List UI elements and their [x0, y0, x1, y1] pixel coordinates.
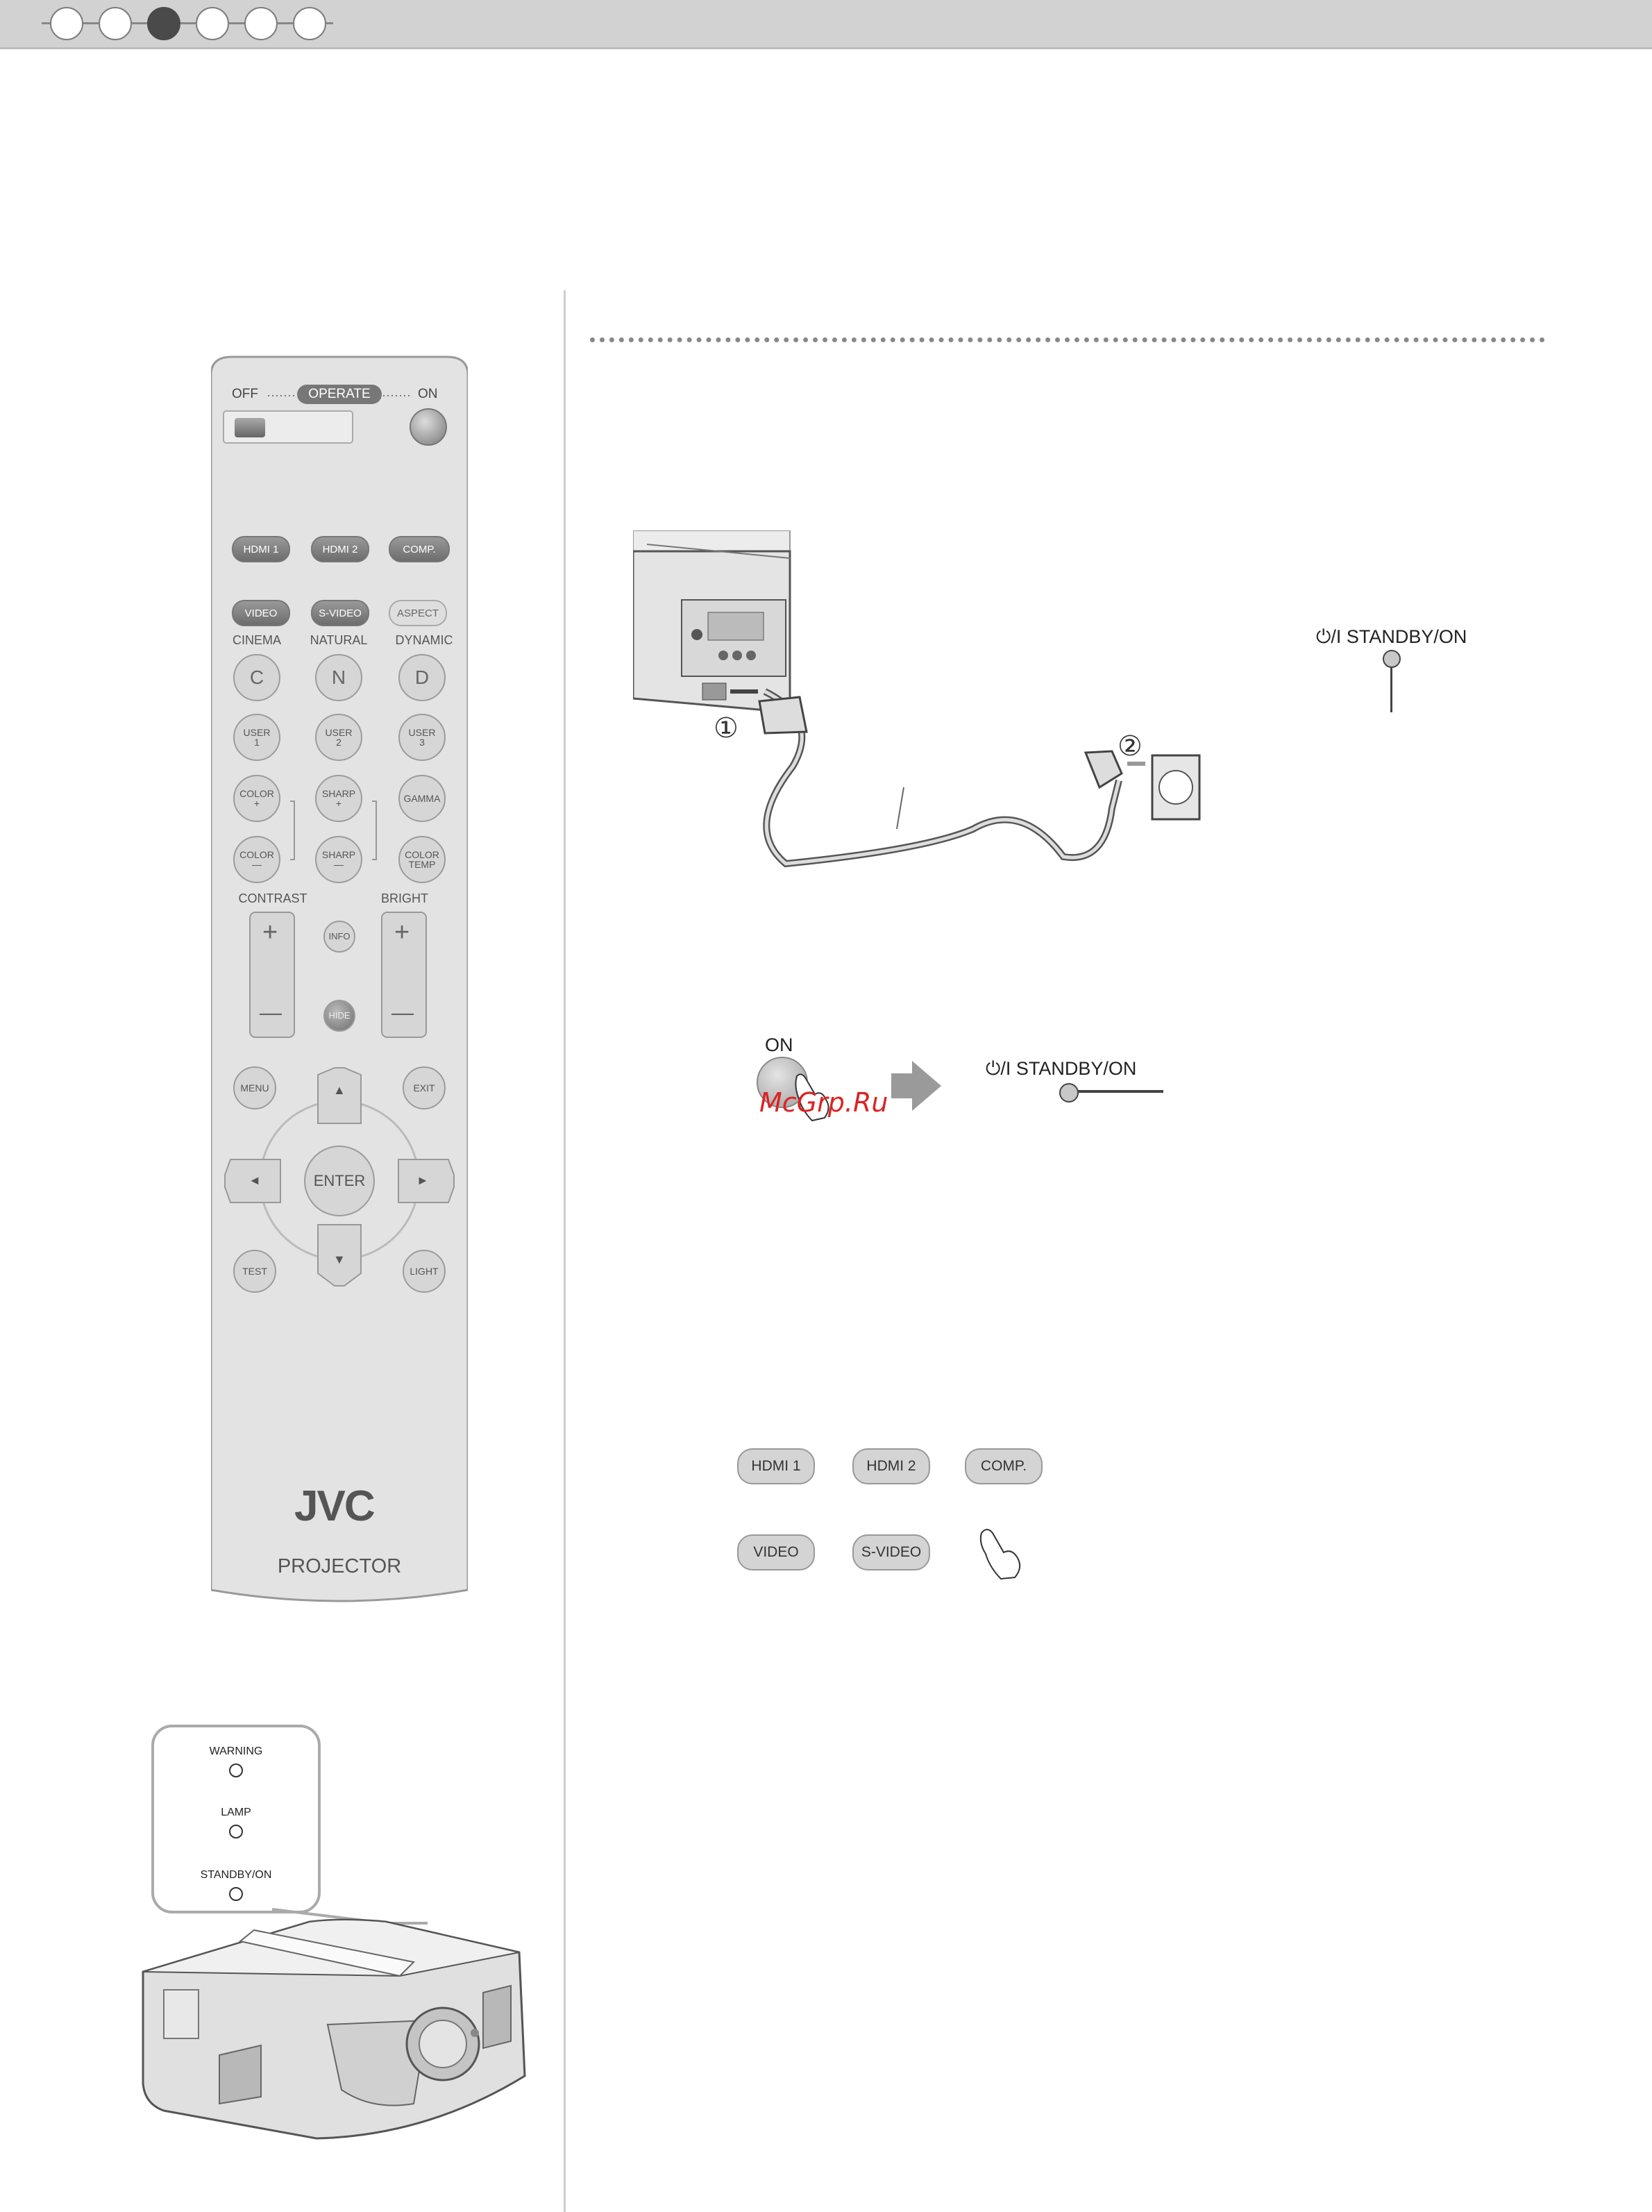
- remote-hdmi1-button[interactable]: HDMI 1: [232, 536, 290, 562]
- remote-hdmi2-button[interactable]: HDMI 2: [311, 536, 369, 562]
- right-arrow-icon[interactable]: ►: [416, 1173, 429, 1187]
- light-button[interactable]: LIGHT: [403, 1250, 446, 1293]
- step-indicator-1: [50, 7, 83, 40]
- input-video-button[interactable]: VIDEO: [737, 1534, 815, 1570]
- color-minus-text: COLOR—: [239, 849, 274, 870]
- step1-standby-label: ⏻/I STANDBY/ON: [1316, 626, 1467, 647]
- operate-off-label: OFF: [232, 387, 258, 401]
- step-indicator-4: [196, 7, 229, 40]
- step2-standby-led: [1059, 1083, 1079, 1103]
- menu-button[interactable]: MENU: [233, 1066, 276, 1109]
- natural-button[interactable]: N: [315, 654, 362, 701]
- step2-arrow-icon: [891, 1061, 941, 1111]
- lamp-led: [229, 1825, 243, 1838]
- jvc-logo: JVC: [294, 1482, 376, 1530]
- remote-svideo-button[interactable]: S-VIDEO: [311, 600, 369, 626]
- power-cord-illustration: [633, 530, 1201, 868]
- info-button[interactable]: INFO: [323, 921, 355, 953]
- operate-on-button[interactable]: [410, 408, 447, 446]
- standby-label: STANDBY/ON: [200, 1869, 272, 1881]
- operate-label: OPERATE: [297, 385, 382, 404]
- down-arrow-icon[interactable]: ▼: [333, 1252, 346, 1266]
- step-indicator-6: [293, 7, 326, 40]
- step-indicator-5: [244, 7, 278, 40]
- step1-standby-led-stem: [1390, 667, 1392, 712]
- column-divider: [564, 290, 566, 2212]
- operate-on-label: ON: [418, 387, 438, 401]
- sharp-minus-button[interactable]: SHARP—: [315, 836, 362, 883]
- operate-slide-switch[interactable]: [235, 418, 265, 437]
- remote-aspect-button[interactable]: ASPECT: [389, 600, 447, 626]
- warning-label: WARNING: [209, 1745, 263, 1757]
- input-hdmi1-button[interactable]: HDMI 1: [737, 1448, 815, 1484]
- color-plus-text: COLOR+: [239, 788, 274, 809]
- hide-button[interactable]: HIDE: [323, 1000, 355, 1032]
- step1-marker-2: ②: [1118, 731, 1143, 762]
- enter-button[interactable]: ENTER: [304, 1146, 375, 1216]
- input-comp-button[interactable]: COMP.: [965, 1448, 1043, 1484]
- indicator-callout: WARNING LAMP STANDBY/ON: [151, 1725, 321, 1913]
- bright-plus-button[interactable]: +: [394, 918, 410, 947]
- cinema-button[interactable]: C: [233, 654, 280, 701]
- warning-led: [229, 1763, 243, 1777]
- natural-label: NATURAL: [310, 633, 368, 647]
- step2-standby-led-stem: [1077, 1090, 1163, 1093]
- bright-minus-button[interactable]: —: [391, 1000, 414, 1025]
- color-plus-button[interactable]: COLOR+: [233, 775, 280, 822]
- gamma-button[interactable]: GAMMA: [398, 775, 446, 822]
- remote-video-button[interactable]: VIDEO: [232, 600, 290, 626]
- lamp-label: LAMP: [221, 1807, 251, 1818]
- projector-illustration: [142, 1908, 526, 2140]
- color-minus-button[interactable]: COLOR—: [233, 836, 280, 883]
- up-arrow-icon[interactable]: ▲: [333, 1083, 346, 1097]
- step-connector: [42, 22, 333, 24]
- step1-marker-1: ①: [714, 713, 739, 744]
- sharp-plus-text: SHARP+: [321, 788, 356, 809]
- left-arrow-icon[interactable]: ◄: [248, 1173, 261, 1187]
- step-indicator-3: [147, 7, 180, 40]
- cinema-label: CINEMA: [232, 633, 281, 647]
- dotted-separator: [590, 337, 1545, 342]
- pointing-hand-icon: [795, 1073, 829, 1122]
- step2-standby-label: ⏻/I STANDBY/ON: [986, 1058, 1137, 1079]
- dynamic-button[interactable]: D: [398, 654, 446, 701]
- contrast-label: CONTRAST: [238, 891, 307, 905]
- sharp-minus-text: SHARP—: [321, 849, 356, 870]
- standby-led: [229, 1887, 243, 1901]
- step-indicator-2: [99, 7, 132, 40]
- input-svideo-button[interactable]: S-VIDEO: [852, 1534, 930, 1570]
- contrast-plus-button[interactable]: +: [262, 918, 278, 947]
- remote-control: OFF OPERATE ON HDMI 1 HDMI 2 COMP. VIDEO…: [211, 354, 468, 1604]
- dynamic-label: DYNAMIC: [395, 633, 453, 647]
- top-step-bar: [0, 0, 1652, 49]
- step1-standby-led: [1383, 650, 1401, 668]
- bright-label: BRIGHT: [380, 891, 428, 905]
- pointing-hand-icon: [979, 1529, 1021, 1580]
- input-hdmi2-button[interactable]: HDMI 2: [852, 1448, 930, 1484]
- sharp-plus-button[interactable]: SHARP+: [315, 775, 362, 822]
- step2-on-label: ON: [765, 1034, 793, 1055]
- remote-comp-button[interactable]: COMP.: [389, 536, 450, 562]
- contrast-minus-button[interactable]: —: [260, 1000, 282, 1025]
- exit-button[interactable]: EXIT: [403, 1066, 446, 1109]
- projector-label: PROJECTOR: [277, 1555, 402, 1577]
- test-button[interactable]: TEST: [233, 1250, 276, 1293]
- watermark-text: McGrp.Ru: [759, 1087, 888, 1118]
